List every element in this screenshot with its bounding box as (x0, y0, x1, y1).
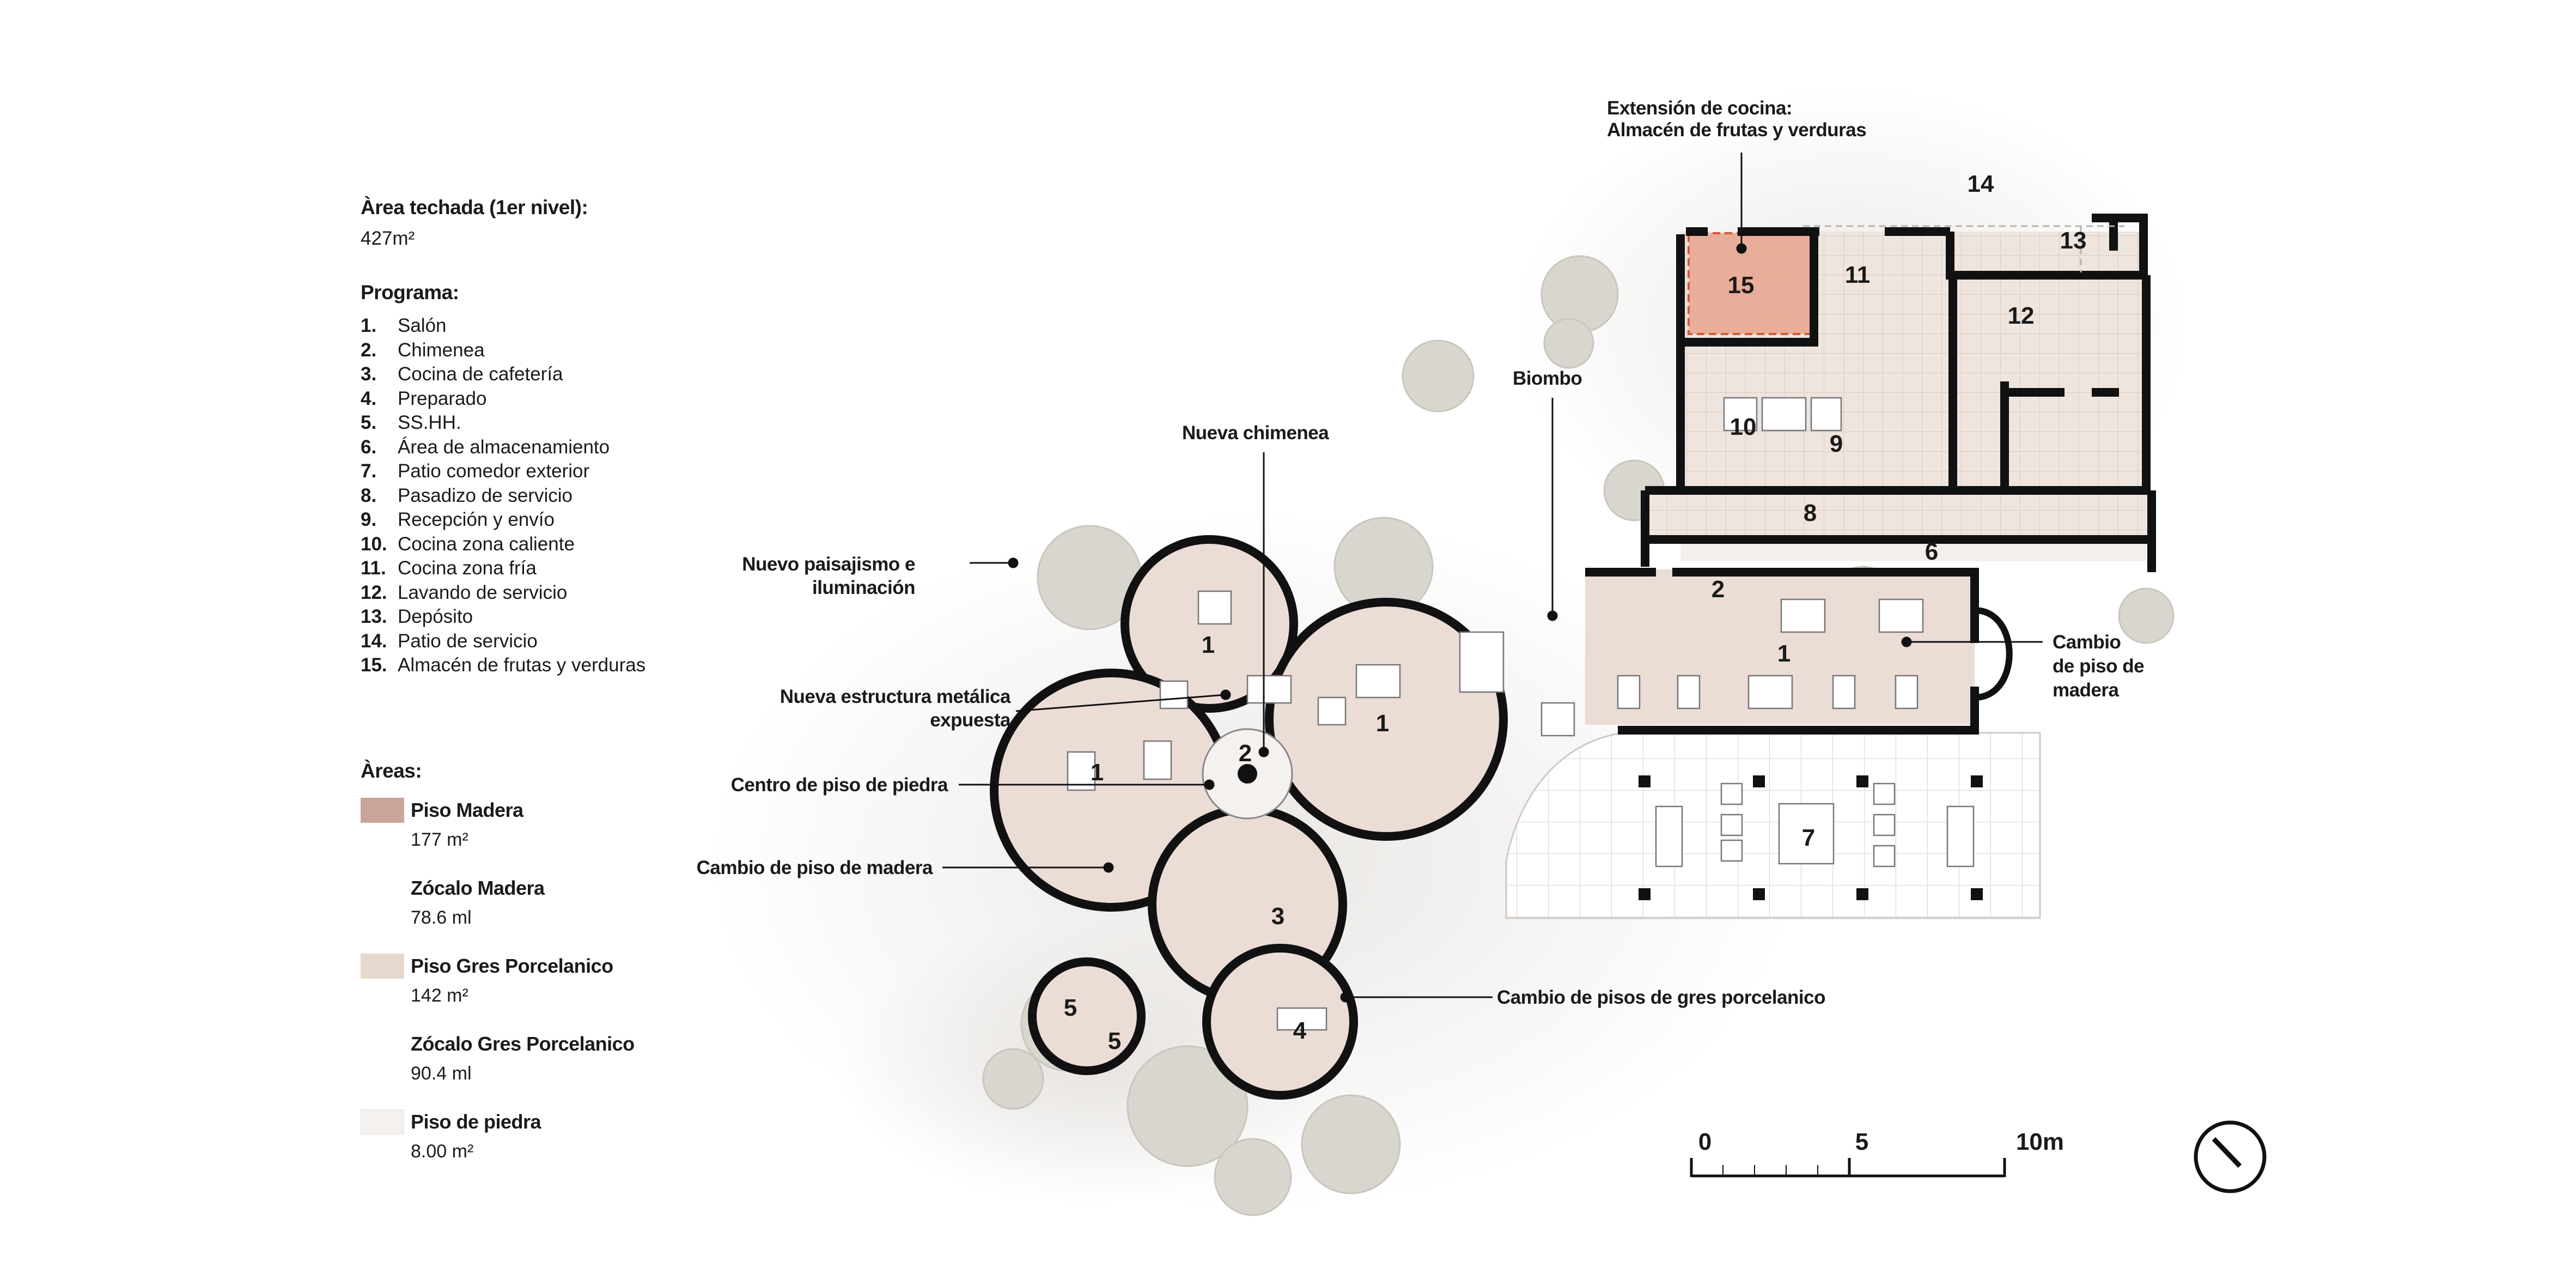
annotation: expuesta (930, 709, 1011, 731)
area-value: 142 m² (411, 985, 468, 1006)
area-item: Zócalo Madera 78.6 ml (361, 876, 742, 954)
annotation: Nueva chimenea (1182, 422, 1329, 444)
areas-heading: Àreas: (361, 759, 422, 782)
program-item: 2.Chimenea (361, 339, 485, 361)
room-number: 8 (1804, 500, 1817, 526)
areas-list: Piso Madera 177 m² Zócalo Madera 78.6 ml… (361, 797, 742, 1187)
scale-label: 5 (1855, 1129, 1868, 1155)
room-numbers: 1 1 1 1 2 2 3 4 5 5 6 7 8 9 10 11 12 13 … (1064, 171, 2087, 1054)
program-item: 3.Cocina de cafetería (361, 363, 563, 385)
program-item: 1.Salón (361, 315, 447, 336)
hall-right (1585, 568, 2013, 735)
area-name: Zócalo Madera (411, 876, 545, 899)
program-item: 10.Cocina zona caliente (361, 533, 575, 555)
covered-area-value: 427m² (361, 228, 415, 249)
room-number: 9 (1830, 430, 1843, 457)
program-item: 6.Área de almacenamiento (361, 436, 610, 458)
area-name: Piso Gres Porcelanico (411, 954, 613, 977)
north-arrow-icon (2194, 1120, 2267, 1193)
area-value: 177 m² (411, 829, 468, 850)
annotation: Extensión de cocina: (1607, 98, 1792, 119)
room-number: 2 (1239, 740, 1252, 767)
room-number: 1 (1376, 710, 1389, 737)
annotation: Nueva estructura metálica (780, 686, 1011, 707)
annotation: iluminación (812, 577, 915, 598)
room-number: 15 (1728, 272, 1755, 299)
program-item: 8.Pasadizo de servicio (361, 484, 573, 506)
room-1-right-rotunda (1265, 598, 1508, 841)
area-value: 8.00 m² (411, 1140, 474, 1162)
stone-floor-swatch (361, 1109, 404, 1135)
room-number: 12 (2008, 302, 2035, 329)
scale-label: 10m (2016, 1129, 2064, 1155)
annotation: Biombo (1513, 368, 1582, 389)
wood-floor-swatch (361, 797, 404, 823)
area-value: 78.6 ml (411, 907, 472, 928)
room-number: 5 (1064, 994, 1077, 1021)
room-number: 14 (1968, 171, 1994, 197)
program-item: 9.Recepción y envío (361, 509, 555, 530)
area-item: Zócalo Gres Porcelanico 90.4 ml (361, 1032, 742, 1109)
area-item: Piso Madera 177 m² (361, 797, 742, 876)
program-item: 4.Preparado (361, 387, 487, 409)
area-item: Piso de piedra 8.00 m² (361, 1109, 742, 1187)
program-item: 12.Lavando de servicio (361, 581, 568, 603)
program-item: 7.Patio comedor exterior (361, 460, 590, 482)
room-number: 4 (1293, 1017, 1307, 1044)
annotation: Almacén de frutas y verduras (1607, 119, 1866, 141)
gres-floor-swatch (361, 953, 404, 979)
scale-label: 0 (1698, 1129, 1712, 1155)
program-heading: Programa: (361, 281, 459, 304)
area-name: Piso de piedra (411, 1110, 541, 1133)
program-item: 13.Depósito (361, 606, 473, 627)
annotation: Centro de piso de piedra (731, 774, 948, 796)
fruit-storage-extension (1689, 233, 1814, 334)
patio-comedor-exterior (1505, 732, 2041, 919)
area-name: Zócalo Gres Porcelanico (411, 1032, 635, 1055)
room-number: 5 (1108, 1028, 1121, 1054)
annotation: de piso de (2053, 656, 2144, 677)
annotation: Cambio de piso de madera (697, 857, 933, 878)
area-value: 90.4 ml (411, 1063, 472, 1084)
legend: Àrea techada (1er nivel): 427m² Programa… (361, 196, 742, 1187)
covered-area-heading: Àrea techada (1er nivel): (361, 196, 588, 219)
kitchen-block (1641, 214, 2156, 572)
rotunda-furniture (1067, 590, 1575, 1031)
room-number: 6 (1925, 538, 1938, 565)
room-number: 7 (1802, 824, 1815, 851)
room-number: 1 (1202, 632, 1215, 658)
annotation: Nuevo paisajismo e (742, 554, 915, 575)
program-item: 14.Patio de servicio (361, 630, 538, 652)
room-number: 10 (1730, 414, 1757, 440)
room-number: 1 (1091, 759, 1104, 786)
room-5 (1028, 957, 1146, 1075)
annotation: madera (2053, 680, 2120, 701)
annotation: Cambio de pisos de gres porcelanico (1497, 987, 1825, 1008)
room-number: 13 (2060, 227, 2087, 254)
scale-bar: 0 5 10m (1690, 1129, 2064, 1178)
room-number: 2 (1712, 576, 1725, 603)
program-item: 15.Almacén de frutas y verduras (361, 654, 646, 676)
annotation: Cambio (2053, 632, 2121, 653)
annotations: Extensión de cocina: Almacén de frutas y… (697, 98, 2145, 1008)
area-name: Piso Madera (411, 798, 523, 821)
room-number: 3 (1271, 903, 1284, 930)
program-item: 11.Cocina zona fría (361, 557, 537, 579)
room-number: 11 (1845, 262, 1871, 288)
room-number: 1 (1777, 640, 1791, 667)
fireplace (1238, 764, 1257, 784)
program-item: 5.SS.HH. (361, 412, 461, 433)
program-list: 1.Salón 2.Chimenea 3.Cocina de cafetería… (361, 314, 742, 678)
leader-lines (942, 153, 2043, 1003)
area-item: Piso Gres Porcelanico 142 m² (361, 953, 742, 1032)
circular-rooms (990, 535, 1508, 1100)
